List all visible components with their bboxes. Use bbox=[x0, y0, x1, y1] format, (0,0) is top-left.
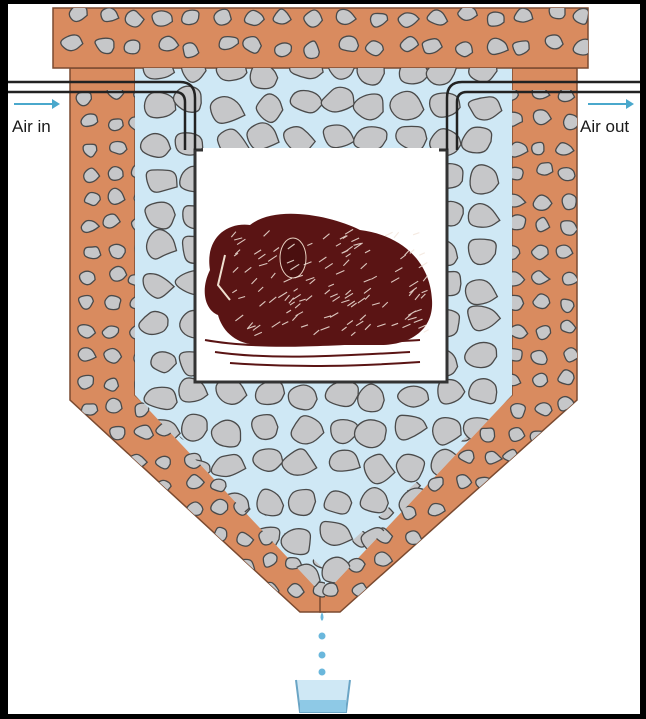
stone bbox=[84, 192, 100, 205]
stone bbox=[146, 170, 177, 192]
stone bbox=[124, 40, 140, 54]
stone bbox=[78, 375, 94, 389]
stone bbox=[105, 296, 121, 310]
stone bbox=[106, 398, 122, 413]
chamber-top-well bbox=[203, 148, 439, 154]
stone bbox=[511, 404, 526, 419]
stone bbox=[339, 36, 358, 51]
stone bbox=[562, 194, 576, 210]
stone bbox=[182, 10, 199, 24]
stone bbox=[288, 489, 315, 515]
stone bbox=[109, 119, 124, 131]
stone bbox=[532, 142, 544, 154]
stone bbox=[152, 11, 172, 26]
stone bbox=[487, 12, 504, 26]
stone bbox=[84, 247, 101, 259]
stone bbox=[561, 299, 574, 312]
beaker-icon bbox=[296, 680, 350, 712]
stone bbox=[109, 244, 125, 258]
stone bbox=[144, 92, 175, 118]
stone bbox=[110, 141, 127, 154]
stone bbox=[214, 9, 231, 25]
air-in-label: Air in bbox=[12, 117, 51, 137]
air-out-label: Air out bbox=[580, 117, 629, 137]
air-out-arrow bbox=[588, 103, 628, 105]
stone bbox=[355, 420, 387, 448]
stone bbox=[323, 583, 338, 596]
stone bbox=[288, 385, 317, 410]
stone bbox=[182, 414, 207, 441]
stone bbox=[275, 43, 292, 57]
air-in-arrow bbox=[14, 103, 54, 105]
stone bbox=[211, 479, 226, 491]
stone bbox=[79, 271, 95, 284]
stone bbox=[480, 428, 494, 442]
stone bbox=[533, 373, 548, 386]
stone bbox=[108, 167, 123, 181]
stone bbox=[537, 163, 553, 176]
stone bbox=[469, 379, 497, 404]
stone bbox=[110, 427, 125, 440]
